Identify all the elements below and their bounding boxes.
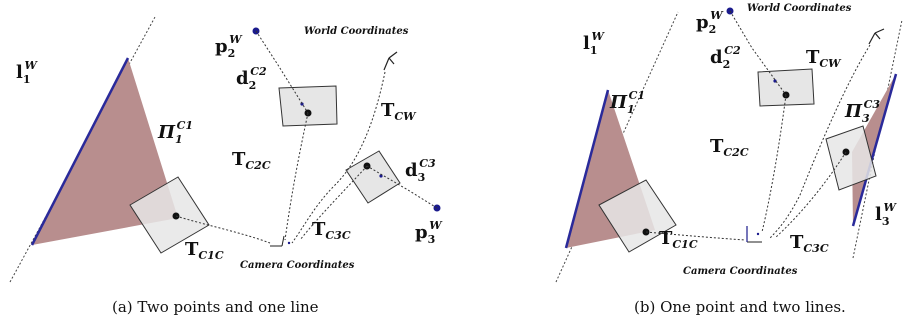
label-plane-pi1: Π1C1 — [157, 119, 193, 146]
camera-3-frame — [825, 125, 877, 191]
label-l3: l3W — [875, 201, 898, 228]
camera-1-frame — [598, 179, 677, 253]
camera-frame-icon — [746, 226, 762, 243]
label-plane-pi3: Π3C3 — [844, 98, 880, 125]
line-l1 — [30, 57, 130, 246]
transform-cw-curve — [291, 71, 386, 244]
camera-1-frame — [129, 176, 210, 254]
label-l1: l1W — [16, 59, 39, 86]
label-d3: d3C3 — [405, 157, 436, 184]
world-frame-icon — [383, 51, 398, 71]
camera-frame-icon — [270, 235, 291, 247]
ray-d3 — [366, 165, 438, 209]
world-frame-icon — [868, 28, 885, 45]
panel-b: World Coordinates Camera Coordinates l1W… — [555, 3, 903, 316]
camera-2-frame — [757, 68, 815, 107]
ray-d2 — [255, 30, 309, 114]
line-l1 — [564, 89, 610, 249]
camera-3-frame — [345, 150, 401, 204]
camera-2-frame — [278, 85, 338, 127]
label-t-c1c: TC1C — [659, 228, 698, 251]
transform-c3c-curve — [774, 151, 847, 239]
label-d2: d2C2 — [710, 44, 741, 71]
camera-coordinates-label: Camera Coordinates — [683, 266, 798, 277]
caption-a: (a) Two points and one line — [112, 298, 319, 316]
label-t-c2c: TC2C — [710, 136, 749, 159]
world-coordinates-label: World Coordinates — [747, 3, 852, 14]
label-t-cw: TCW — [381, 100, 417, 123]
camera-2-projection — [300, 102, 304, 106]
label-p2: p2W — [215, 33, 243, 60]
caption-b: (b) One point and two lines. — [634, 298, 846, 316]
label-t-c1c: TC1C — [185, 239, 224, 262]
transform-c1c-curve — [175, 215, 271, 244]
label-p2: p2W — [696, 9, 724, 36]
label-d2: d2C2 — [236, 65, 267, 92]
panel-a: World Coordinates Camera Coordinates l1W… — [9, 16, 443, 316]
label-plane-pi1: Π1C1 — [609, 89, 645, 116]
transform-cw-curve — [769, 44, 871, 239]
label-p3: p3W — [415, 219, 443, 246]
label-t-cw: TCW — [806, 47, 842, 70]
transform-c1c-curve — [645, 231, 746, 241]
camera-2-projection — [773, 79, 777, 83]
camera-coordinates-label: Camera Coordinates — [240, 260, 355, 271]
label-l1: l1W — [583, 30, 606, 57]
transform-c2c-curve — [284, 112, 309, 241]
ray-d2 — [729, 10, 787, 96]
world-coordinates-label: World Coordinates — [304, 26, 409, 37]
label-t-c3c: TC3C — [790, 232, 829, 255]
label-t-c3c: TC3C — [312, 219, 351, 242]
line-l3 — [851, 73, 898, 227]
label-t-c2c: TC2C — [232, 149, 271, 172]
transform-c2c-curve — [761, 94, 787, 233]
